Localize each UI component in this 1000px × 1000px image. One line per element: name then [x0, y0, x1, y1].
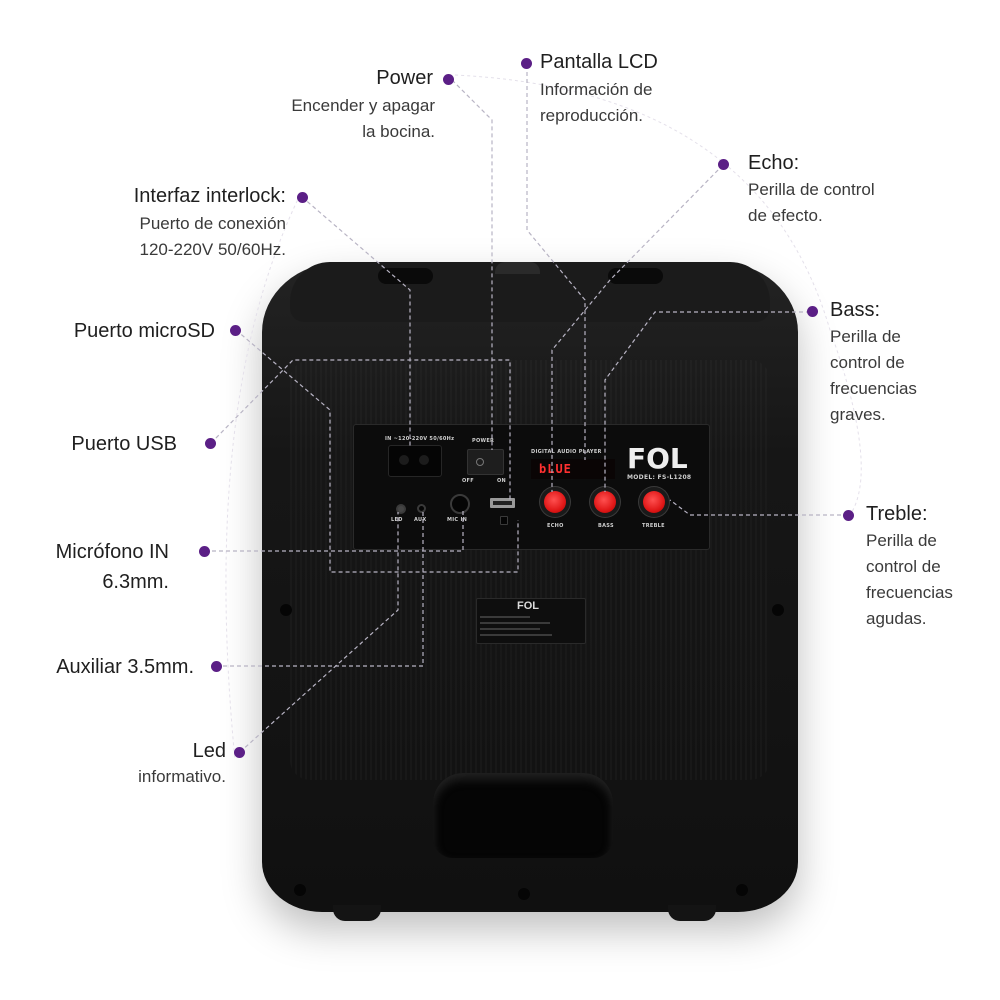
- callout-title-treble: Treble:: [866, 503, 928, 525]
- aux-jack[interactable]: [417, 504, 426, 513]
- callout-desc-power: la bocina.: [362, 122, 435, 141]
- screw: [736, 884, 748, 896]
- plate-text-line: [480, 616, 530, 618]
- bass-knob[interactable]: [594, 491, 616, 513]
- lcd-marker: [521, 58, 532, 69]
- callout-desc-bass: Perilla de: [830, 327, 901, 346]
- treble-marker: [843, 510, 854, 521]
- off-label: OFF: [462, 478, 474, 484]
- usb-marker: [205, 438, 216, 449]
- echo-knob[interactable]: [544, 491, 566, 513]
- interlock-marker: [297, 192, 308, 203]
- lcd-header: DIGITAL AUDIO PLAYER: [531, 449, 602, 455]
- bass-marker: [807, 306, 818, 317]
- callout-desc-mic: 6.3mm.: [102, 571, 169, 593]
- treble-knob-label: TREBLE: [642, 523, 665, 529]
- callout-title-bass: Bass:: [830, 299, 881, 321]
- plate-text-line: [480, 634, 552, 636]
- plate-text-line: [480, 628, 540, 630]
- callout-desc-bass: control de: [830, 353, 905, 372]
- callout-title-led: Led: [192, 740, 226, 762]
- speaker-handle: [495, 262, 540, 274]
- callout-desc-interlock: 120-220V 50/60Hz.: [139, 240, 287, 259]
- power-switch[interactable]: [467, 449, 504, 475]
- led-label: LED: [391, 517, 403, 523]
- foot-right: [668, 905, 716, 921]
- callout-desc-treble: control de: [866, 557, 941, 576]
- top-cup-left: [378, 268, 433, 284]
- power-label: POWER: [472, 438, 495, 444]
- mic-marker: [199, 546, 210, 557]
- callout-desc-power: Encender y apagar: [291, 96, 435, 115]
- callout-title-echo: Echo:: [748, 152, 800, 174]
- treble-knob[interactable]: [643, 491, 665, 513]
- callout-desc-treble: agudas.: [866, 609, 927, 628]
- callout-title-aux: Auxiliar 3.5mm.: [56, 656, 194, 678]
- callout-desc-lcd: Información de: [540, 80, 653, 99]
- callout-desc-treble: Perilla de: [866, 531, 937, 550]
- model-label: MODEL: FS-L1208: [627, 474, 692, 481]
- on-label: ON: [497, 478, 507, 484]
- bass-reflex-port: [433, 773, 613, 858]
- callout-desc-echo: Perilla de control: [748, 180, 875, 199]
- brand-logo: FOL: [627, 442, 688, 475]
- aux-marker: [211, 661, 222, 672]
- mic-label: MIC IN: [447, 517, 468, 523]
- screw: [280, 604, 292, 616]
- usb-port[interactable]: [490, 498, 515, 508]
- microsd-slot[interactable]: [500, 516, 508, 525]
- callout-desc-bass: graves.: [830, 405, 886, 424]
- callout-desc-bass: frecuencias: [830, 379, 917, 398]
- top-cup-right: [608, 268, 663, 284]
- callout-desc-echo: de efecto.: [748, 206, 823, 225]
- callout-title-microsd: Puerto microSD: [73, 320, 215, 342]
- plate-text-line: [480, 622, 550, 624]
- screw: [294, 884, 306, 896]
- foot-left: [333, 905, 381, 921]
- ac-pin-right: [419, 455, 429, 465]
- screw: [772, 604, 784, 616]
- ac-pin-left: [399, 455, 409, 465]
- callout-desc-treble: frecuencias: [866, 583, 953, 602]
- microsd-marker: [230, 325, 241, 336]
- callout-desc-interlock: Puerto de conexión: [139, 214, 287, 233]
- rating-plate: [476, 598, 586, 644]
- power-marker: [443, 74, 454, 85]
- ac-interlock-socket[interactable]: [388, 445, 442, 477]
- bass-knob-label: BASS: [598, 523, 614, 529]
- led-indicator: [396, 504, 406, 514]
- callout-title-usb: Puerto USB: [71, 433, 177, 455]
- callout-title-power: Power: [376, 67, 433, 89]
- callout-title-mic: Micrófono IN: [55, 541, 169, 563]
- ac-label: IN ~120-220V 50/60Hz: [385, 436, 455, 442]
- callout-desc-led: informativo.: [138, 767, 226, 786]
- led-marker: [234, 747, 245, 758]
- callout-desc-lcd: reproducción.: [540, 106, 644, 125]
- rating-plate-logo: FOL: [517, 600, 539, 612]
- echo-knob-label: ECHO: [547, 523, 564, 529]
- callout-title-interlock: Interfaz interlock:: [133, 185, 286, 207]
- callout-title-lcd: Pantalla LCD: [540, 51, 658, 73]
- screw: [518, 888, 530, 900]
- aux-label: AUX: [414, 517, 427, 523]
- echo-marker: [718, 159, 729, 170]
- mic-in-jack[interactable]: [450, 494, 470, 514]
